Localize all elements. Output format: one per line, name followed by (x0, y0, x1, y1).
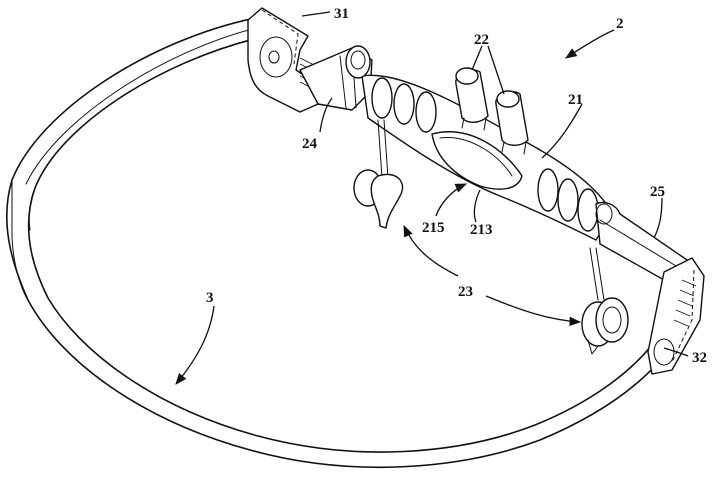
label-213: 213 (470, 222, 493, 238)
label-23: 23 (458, 284, 473, 300)
nasal-prongs (455, 67, 529, 155)
leader-lines (175, 11, 689, 385)
reference-numerals: 31 2 22 21 24 25 215 213 23 3 32 (206, 6, 707, 366)
label-32: 32 (692, 350, 707, 366)
label-22: 22 (474, 32, 489, 48)
label-215: 215 (422, 220, 445, 236)
ear-hook-left (353, 119, 404, 229)
label-31: 31 (334, 6, 349, 22)
label-21: 21 (568, 92, 583, 108)
label-2: 2 (616, 16, 624, 32)
left-strap-end (247, 7, 321, 113)
label-25: 25 (650, 184, 665, 200)
label-3: 3 (206, 290, 214, 306)
label-24: 24 (302, 136, 318, 152)
right-strap-end (647, 257, 705, 375)
ear-hook-right (581, 247, 629, 355)
headband-strap (6, 17, 666, 469)
